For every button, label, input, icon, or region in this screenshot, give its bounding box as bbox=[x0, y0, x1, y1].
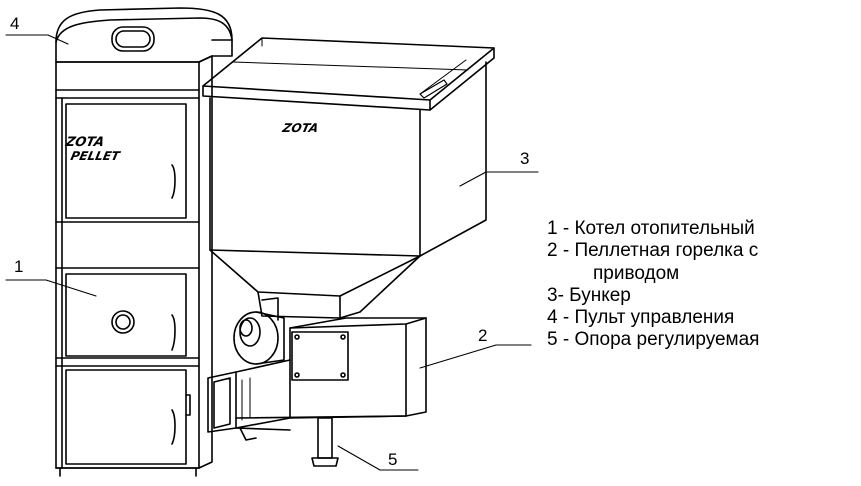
middle-door-handle bbox=[171, 314, 176, 351]
middle-door bbox=[65, 273, 187, 357]
parts-legend: 1 - Котел отопительный 2 - Пеллетная гор… bbox=[547, 218, 759, 352]
hopper-brand: ZOTA bbox=[280, 121, 319, 135]
legend-item-4: 4 - Пульт управления bbox=[547, 307, 735, 329]
inspection-plate bbox=[291, 331, 349, 381]
callout-1: 1 bbox=[14, 257, 23, 276]
legend-item-2-continued: приводом bbox=[593, 262, 680, 284]
legend-item-2: 2 - Пеллетная горелка с bbox=[547, 240, 759, 262]
leader-4 bbox=[5, 34, 69, 45]
lower-door-handle bbox=[171, 409, 176, 445]
hopper bbox=[202, 37, 495, 319]
leader-lines bbox=[5, 34, 539, 471]
control-panel bbox=[55, 7, 233, 63]
boiler-brand-line2: PELLET bbox=[69, 149, 122, 163]
control-panel-window bbox=[111, 26, 155, 52]
leader-1 bbox=[5, 279, 97, 297]
legend-item-5: 5 - Опора регулируемая bbox=[547, 329, 760, 351]
peephole bbox=[111, 310, 135, 334]
leader-3 bbox=[459, 171, 539, 187]
callout-4: 4 bbox=[10, 14, 19, 33]
legend-item-3: 3- Бункер bbox=[547, 284, 631, 306]
hopper-funnel bbox=[209, 249, 421, 297]
boiler-brand-line1: ZOTA bbox=[63, 135, 105, 150]
boiler-body bbox=[55, 55, 213, 477]
lower-door bbox=[65, 369, 187, 465]
drive-motor bbox=[233, 297, 285, 365]
upper-door-handle bbox=[171, 164, 176, 199]
pellet-burner bbox=[207, 297, 427, 441]
leader-5 bbox=[337, 445, 419, 471]
legend-item-1: 1 - Котел отопительный bbox=[547, 218, 755, 239]
adjustable-support bbox=[311, 417, 339, 467]
leader-2 bbox=[419, 344, 497, 369]
callout-2: 2 bbox=[478, 326, 487, 345]
callout-5: 5 bbox=[388, 450, 397, 469]
upper-door bbox=[65, 103, 187, 219]
callout-3: 3 bbox=[520, 149, 529, 168]
